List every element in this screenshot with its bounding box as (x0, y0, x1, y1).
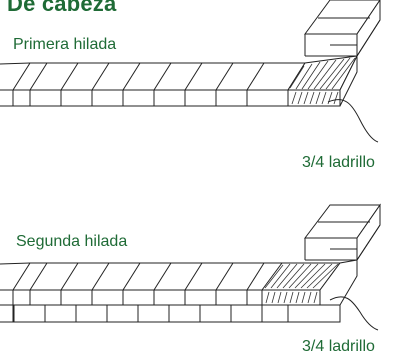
second-course-return-wall (303, 203, 381, 262)
second-course-brick-label: 3/4 ladrillo (302, 338, 375, 355)
second-course-leader (329, 296, 379, 331)
second-course-illustration (0, 203, 381, 331)
second-course-label: Segunda hilada (16, 233, 128, 250)
diagram-title: De cabeza (7, 0, 117, 16)
second-course-header-run (0, 262, 306, 323)
first-course-leader (327, 99, 379, 143)
first-course-three-quarter-brick (287, 55, 358, 107)
first-course-illustration (0, 0, 381, 143)
first-course-return-wall (304, 0, 381, 58)
first-course-label: Primera hilada (13, 36, 117, 53)
first-course-brick-label: 3/4 ladrillo (302, 154, 375, 171)
first-course-header-run (0, 62, 306, 107)
second-course-three-quarter-brick (261, 259, 358, 323)
